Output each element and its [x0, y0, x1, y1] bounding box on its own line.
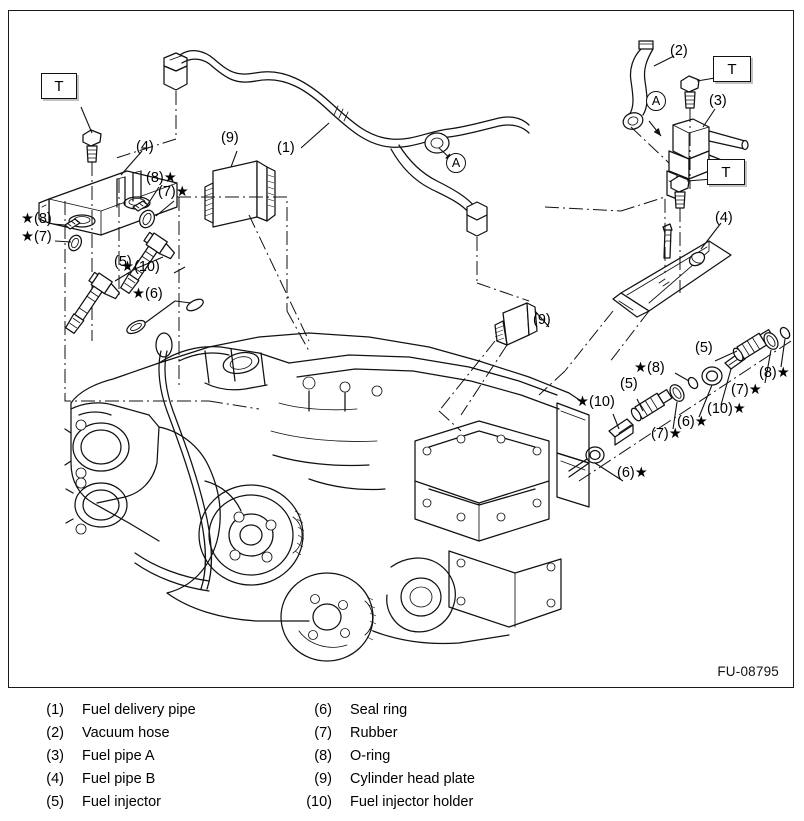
legend-number: (6): [314, 702, 332, 718]
legend-label: O-ring: [350, 748, 391, 764]
figure-id: FU-08795: [717, 664, 779, 679]
legend-item: (8) O-ring: [288, 748, 475, 771]
callout-1: (1): [277, 140, 295, 156]
legend-number: (3): [46, 748, 64, 764]
legend-item: (1) Fuel delivery pipe: [20, 702, 196, 725]
callout-6-left: ★(6): [132, 286, 163, 302]
legend-label: Seal ring: [350, 702, 408, 718]
callout-8-right-right: (8)★: [759, 365, 790, 381]
legend-label: Fuel pipe A: [82, 748, 155, 764]
callout-7-right-right: (7)★: [731, 382, 762, 398]
left-holder-sealring-part: [126, 266, 204, 335]
callout-9-left: (9): [221, 130, 239, 146]
callout-4-left: (4): [136, 139, 154, 155]
legend-label: Cylinder head plate: [350, 771, 475, 787]
torque-box-right-lower: T: [707, 159, 745, 185]
legend-number: (4): [46, 771, 64, 787]
callout-5-right-left: (5): [620, 376, 638, 392]
legend-label: Rubber: [350, 725, 398, 741]
legend-number: (10): [306, 794, 332, 810]
torque-box-label: T: [721, 163, 731, 181]
legend-number: (7): [314, 725, 332, 741]
torque-box-label: T: [54, 77, 64, 95]
callout-7-right-left: (7)★: [651, 426, 682, 442]
legend-column-right: (6) Seal ring (7) Rubber (8) O-ring (9) …: [288, 702, 475, 817]
reference-circle-a-left: A: [446, 153, 466, 173]
callout-2: (2): [670, 43, 688, 59]
right-cylinder-head-plate-part: [438, 302, 550, 416]
legend-number: (1): [46, 702, 64, 718]
fuel-delivery-pipe-part: [163, 50, 530, 237]
legend-item: (10) Fuel injector holder: [288, 794, 475, 817]
legend-item: (2) Vacuum hose: [20, 725, 196, 748]
callout-10-right-left: ★(10): [576, 394, 615, 410]
callout-6-right-lower: (6)★: [617, 465, 648, 481]
legend-label: Fuel injector: [82, 794, 161, 810]
callout-8-left-lower: ★(8): [21, 211, 52, 227]
reference-circle-label: A: [651, 94, 661, 108]
legend-number: (9): [314, 771, 332, 787]
legend-label: Vacuum hose: [82, 725, 170, 741]
torque-box-label: T: [727, 60, 737, 78]
torque-box-right-upper: T: [713, 56, 751, 82]
callout-5-right-right: (5): [695, 340, 713, 356]
reference-circle-a-right: A: [646, 91, 666, 111]
torque-box-left: T: [41, 73, 77, 99]
legend-label: Fuel delivery pipe: [82, 702, 196, 718]
callout-8-left-upper: (8)★: [146, 170, 177, 186]
legend-item: (3) Fuel pipe A: [20, 748, 196, 771]
figure-frame: .ln { fill:none; stroke:#111; stroke-wid…: [8, 10, 794, 688]
legend-item: (5) Fuel injector: [20, 794, 196, 817]
right-fuel-rail-part: [612, 175, 732, 318]
callout-8-right-left: ★(8): [634, 360, 665, 376]
legend-number: (8): [314, 748, 332, 764]
reference-circle-label: A: [451, 156, 461, 170]
engine-assembly-illustration: [64, 332, 590, 662]
legend-item: (4) Fuel pipe B: [20, 771, 196, 794]
engine-line-art: .ln { fill:none; stroke:#111; stroke-wid…: [38, 40, 792, 662]
left-cylinder-head-plate-part: [204, 150, 310, 342]
callout-10-left: ★(10): [121, 259, 160, 275]
legend-label: Fuel pipe B: [82, 771, 156, 787]
left-oring-rubber-parts: [52, 186, 175, 252]
callout-4-right: (4): [715, 210, 733, 226]
legend-number: (5): [46, 794, 64, 810]
legend-item: (9) Cylinder head plate: [288, 771, 475, 794]
legend: (1) Fuel delivery pipe (2) Vacuum hose (…: [8, 702, 794, 817]
left-fuel-injectors-part: [65, 231, 176, 334]
callout-7-left-upper: (7)★: [158, 184, 189, 200]
callout-6-right-mid: (6)★: [677, 414, 708, 430]
legend-label: Fuel injector holder: [350, 794, 474, 810]
callout-7-left-lower: ★(7): [21, 229, 52, 245]
legend-number: (2): [46, 725, 64, 741]
legend-item: (7) Rubber: [288, 725, 475, 748]
callout-3: (3): [709, 93, 727, 109]
callout-5-left: (5): [114, 254, 132, 270]
legend-item: (6) Seal ring: [288, 702, 475, 725]
vacuum-hose-part: [622, 40, 675, 130]
callout-9-right: (9): [533, 312, 551, 328]
legend-column-left: (1) Fuel delivery pipe (2) Vacuum hose (…: [20, 702, 196, 817]
left-fuel-rail-part: [38, 106, 178, 341]
right-injector-assembly-part: [568, 326, 792, 482]
callout-10-right-right: (10)★: [707, 401, 746, 417]
